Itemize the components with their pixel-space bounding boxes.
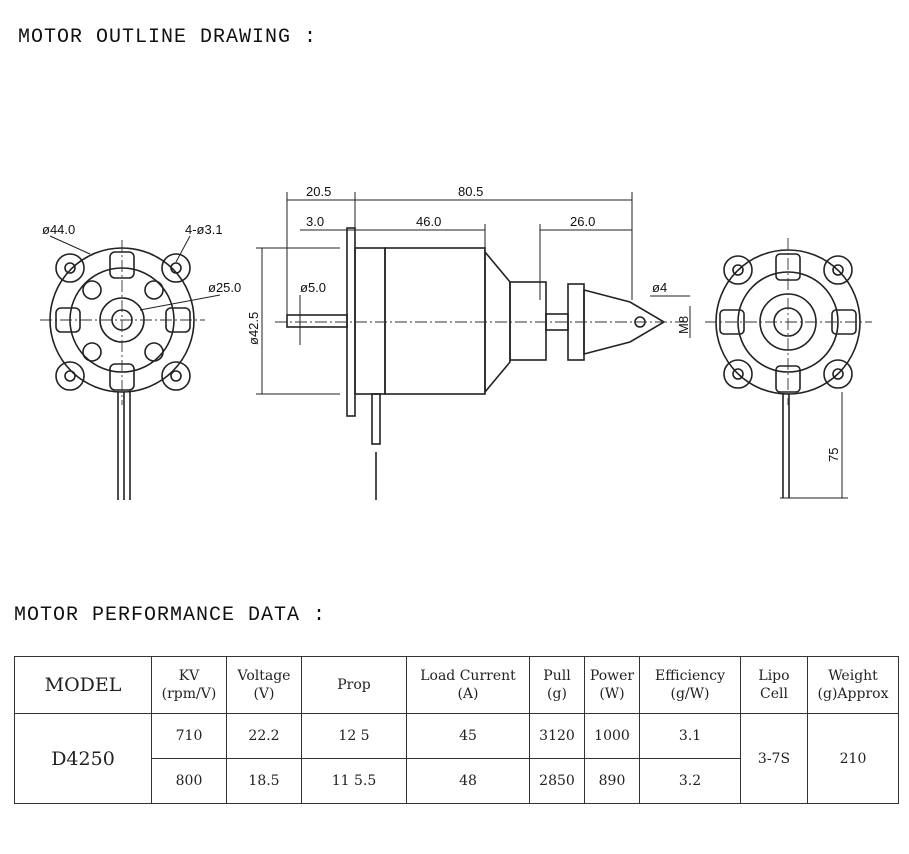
header-model: MODEL — [14, 656, 152, 714]
header-prop: Prop — [301, 656, 407, 714]
motor-outline-drawing: 80.5 20.5 3.0 46.0 26.0 ø44.0 4-ø3.1 ø25… — [40, 184, 872, 500]
table-row: D4250 710 22.2 12 5 45 3120 1000 3.1 3-7… — [14, 713, 899, 804]
header-load-current: Load Current(A) — [406, 656, 530, 714]
header-pull: Pull(g) — [529, 656, 585, 714]
header-voltage: Voltage(V) — [226, 656, 302, 714]
dim-adapter-diameter: ø4 — [652, 280, 667, 295]
current-cell: 48 — [406, 758, 530, 804]
dim-prop-adapter: 26.0 — [570, 214, 595, 229]
dim-body-diameter: ø42.5 — [246, 312, 261, 345]
kv-cell: 710 — [151, 713, 227, 759]
side-view-motor — [286, 227, 666, 500]
performance-heading: MOTOR PERFORMANCE DATA : — [14, 604, 327, 627]
header-weight: Weight(g)Approx — [807, 656, 899, 714]
prop-cell: 11 5.5 — [301, 758, 407, 804]
current-cell: 45 — [406, 713, 530, 759]
efficiency-cell: 3.2 — [639, 758, 741, 804]
dim-center-diameter: ø25.0 — [208, 280, 241, 295]
voltage-cell: 18.5 — [226, 758, 302, 804]
pull-cell: 2850 — [529, 758, 585, 804]
dim-body-length: 46.0 — [416, 214, 441, 229]
pull-cell: 3120 — [529, 713, 585, 759]
prop-cell: 12 5 — [301, 713, 407, 759]
weight-cell: 210 — [807, 713, 899, 804]
dim-mount-diameter: ø44.0 — [42, 222, 75, 237]
power-cell: 1000 — [584, 713, 640, 759]
dim-thread: M8 — [676, 316, 691, 334]
dim-lead-length: 75 — [826, 448, 841, 462]
dim-front-offset: 20.5 — [306, 184, 331, 199]
header-efficiency: Efficiency(g/W) — [639, 656, 741, 714]
dim-shaft-diameter: ø5.0 — [300, 280, 326, 295]
dim-mount-holes: 4-ø3.1 — [185, 222, 223, 237]
lipo-cell: 3-7S — [740, 713, 808, 804]
table-header-row: MODEL KV(rpm/V) Voltage(V) Prop Load Cur… — [14, 656, 899, 714]
table-row: 800 18.5 11 5.5 48 2850 890 3.2 — [15, 758, 899, 804]
model-cell: D4250 — [14, 713, 152, 804]
efficiency-cell: 3.1 — [639, 713, 741, 759]
header-kv: KV(rpm/V) — [151, 656, 227, 714]
power-cell: 890 — [584, 758, 640, 804]
dim-flange: 3.0 — [306, 214, 324, 229]
performance-table: MODEL KV(rpm/V) Voltage(V) Prop Load Cur… — [14, 656, 899, 804]
header-power: Power(W) — [584, 656, 640, 714]
outline-heading: MOTOR OUTLINE DRAWING : — [18, 26, 318, 49]
voltage-cell: 22.2 — [226, 713, 302, 759]
dim-overall-length: 80.5 — [458, 184, 483, 199]
kv-cell: 800 — [151, 758, 227, 804]
